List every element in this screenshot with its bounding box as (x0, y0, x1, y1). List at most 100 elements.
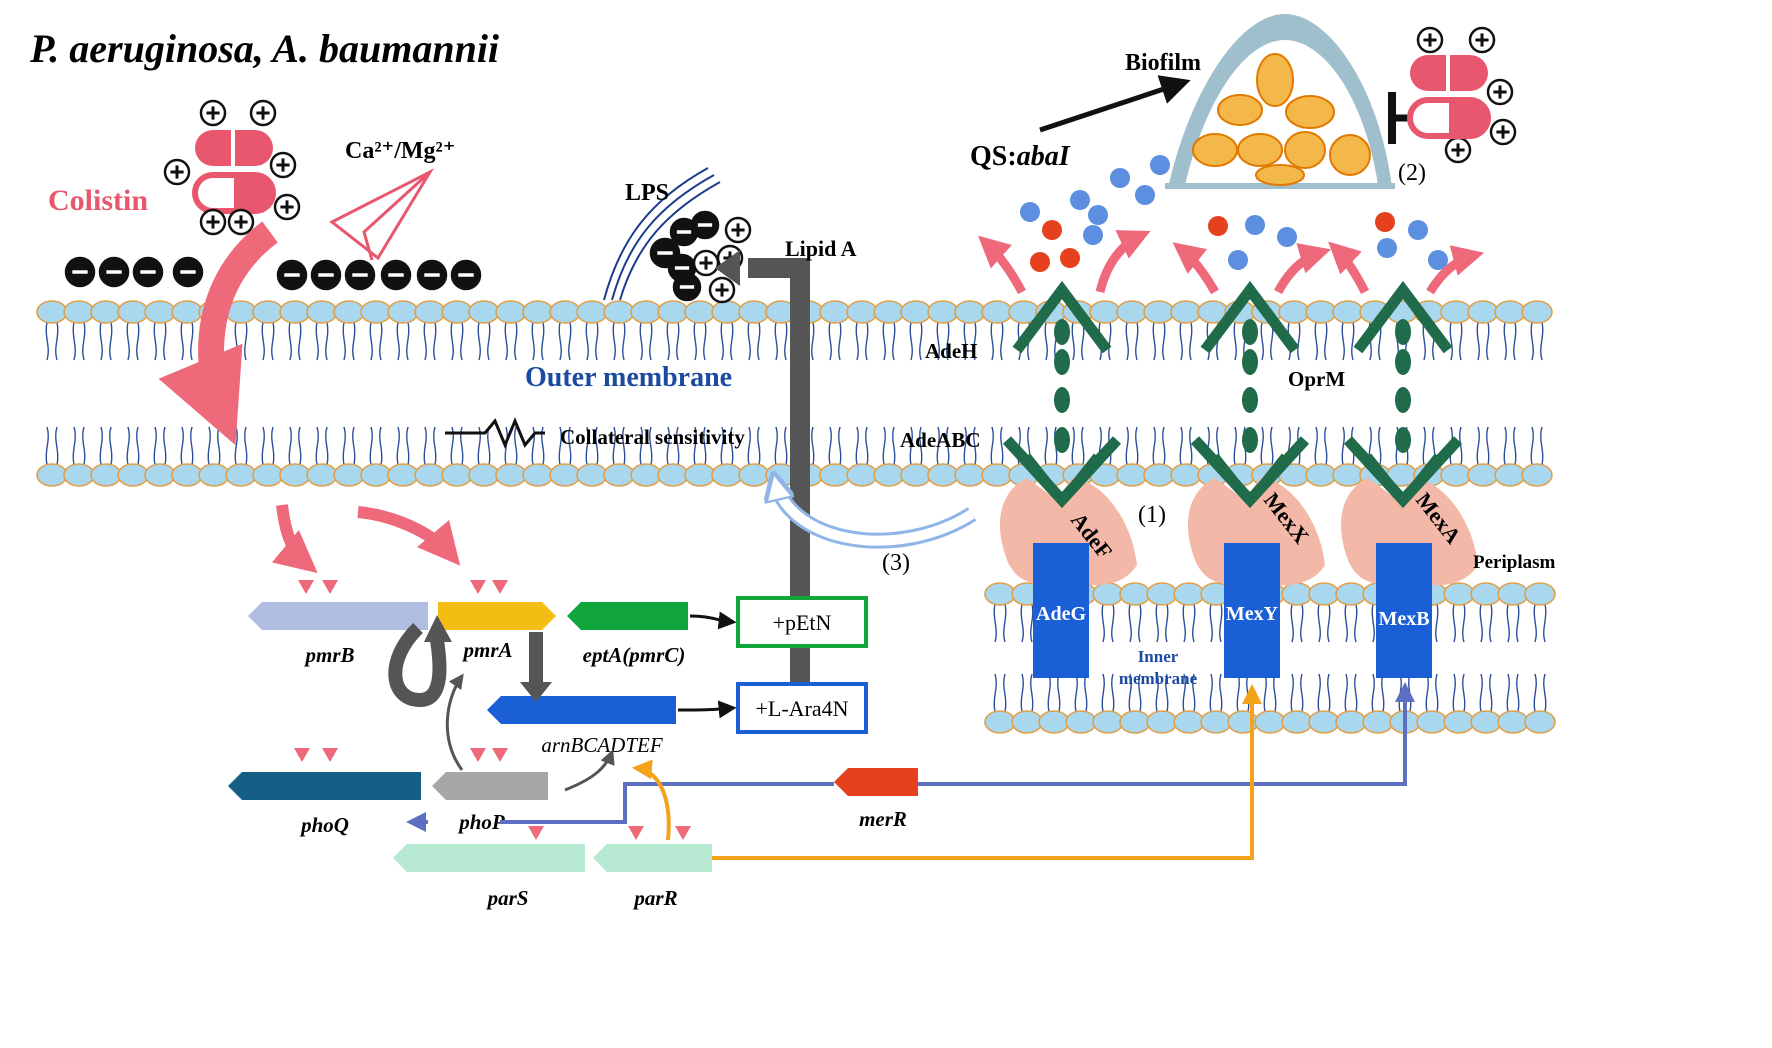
lipid-tail (1371, 673, 1375, 713)
lipid-tail (703, 426, 707, 466)
channel-pore (1395, 319, 1411, 345)
lipid-head (1116, 463, 1148, 487)
lipid-tail (82, 426, 86, 466)
lipid-head (1497, 710, 1529, 734)
lipid-tail (45, 321, 49, 361)
lipid-tail (163, 321, 167, 361)
lipid-tail (936, 321, 940, 361)
lipid-tail (1074, 673, 1078, 713)
mutation-markers (294, 580, 691, 840)
lipid-tail (1138, 673, 1142, 713)
lipid-tail (180, 321, 184, 361)
lipid-head (738, 300, 770, 324)
lipid-tail (595, 321, 599, 361)
lipid-tail (1192, 673, 1196, 713)
mutation-triangle (470, 748, 486, 762)
gene-merR (834, 768, 918, 796)
lipid-head (981, 300, 1013, 324)
lipid-head (576, 300, 608, 324)
lipid-head (522, 300, 554, 324)
lipid-tail (477, 321, 481, 361)
lipid-tail (1479, 603, 1483, 643)
lipid-head (1494, 300, 1526, 324)
lipid-head (1146, 582, 1178, 606)
lipid-head (1470, 582, 1502, 606)
lipid-tail (1236, 673, 1240, 713)
lipid-head (1524, 582, 1556, 606)
lipid-tail (639, 321, 643, 361)
channel-pore (1395, 427, 1411, 453)
lipid-head (171, 463, 203, 487)
lipid-tail (1260, 321, 1264, 361)
lipid-head (819, 300, 851, 324)
label-eptA: eptA(pmrC) (583, 643, 686, 667)
lipid-tail (244, 426, 248, 466)
lipid-a-label: Lipid A (785, 236, 857, 261)
lipid-head (1335, 710, 1367, 734)
lipid-tail (72, 426, 76, 466)
lipid-head (1335, 582, 1367, 606)
lipid-tail (882, 426, 886, 466)
gene-pmrA (438, 602, 556, 630)
lipid-tail (1101, 673, 1105, 713)
lipid-tail (649, 321, 653, 361)
lipid-tail (774, 321, 778, 361)
lipid-tail (865, 321, 869, 361)
lipid-tail (1162, 321, 1166, 361)
lipid-tail (1017, 426, 1021, 466)
lipid-tail (1044, 426, 1048, 466)
lipid-tail (406, 321, 410, 361)
lipid-tail (1101, 603, 1105, 643)
qs-prefix: QS: (970, 141, 1017, 172)
lipid-tail (1128, 603, 1132, 643)
lipid-head (1119, 582, 1151, 606)
inner-membrane-label-1: Inner (1138, 647, 1179, 666)
lipid-tail (1314, 321, 1318, 361)
channel-pore (1242, 319, 1258, 345)
lipid-head (1521, 300, 1553, 324)
lipid-tail (126, 426, 130, 466)
phoP-to-pmrA-arrow (445, 673, 464, 771)
lipid-tail (379, 321, 383, 361)
lipid-tail (612, 426, 616, 466)
mutation-triangle (675, 826, 691, 840)
lipid-tail (1125, 426, 1129, 466)
lipid-head (36, 300, 68, 324)
adeg-label: AdeG (1036, 603, 1086, 625)
lipid-tail (963, 321, 967, 361)
lipid-head (1173, 710, 1205, 734)
lipid-head (1119, 710, 1151, 734)
lipid-head (873, 463, 905, 487)
lipid-head (306, 463, 338, 487)
pmrB-pmrA-loop-head (424, 615, 452, 642)
lipid-tail (568, 426, 572, 466)
lipid-head (1065, 710, 1097, 734)
lipid-head (468, 300, 500, 324)
lipid-head (927, 463, 959, 487)
lipid-tail (720, 321, 724, 361)
label-phoQ: phoQ (299, 813, 349, 837)
lipid-head (144, 463, 176, 487)
adapter-protein (1187, 478, 1325, 586)
lipid-tail (1371, 603, 1375, 643)
lipid-tail (919, 426, 923, 466)
label-arn: arnBCADTEF (541, 733, 663, 757)
lipid-tail (1300, 673, 1304, 713)
channel-pore (1242, 349, 1258, 375)
lipid-tail (487, 321, 491, 361)
lipid-head (1305, 300, 1337, 324)
lipid-tail (666, 426, 670, 466)
lipid-tail (693, 426, 697, 466)
lipid-tail (379, 426, 383, 466)
lipid-tail (109, 426, 113, 466)
lipid-tail (1327, 603, 1331, 643)
lipid-tail (1290, 673, 1294, 713)
drug-molecule-blue (1228, 250, 1248, 270)
label-parR: parR (632, 886, 677, 910)
lipid-tail (541, 321, 545, 361)
lipid-tail (936, 426, 940, 466)
colistin-label: Colistin (48, 184, 148, 217)
lipid-tail (342, 426, 346, 466)
lipid-tail (460, 321, 464, 361)
lipid-tail (136, 426, 140, 466)
